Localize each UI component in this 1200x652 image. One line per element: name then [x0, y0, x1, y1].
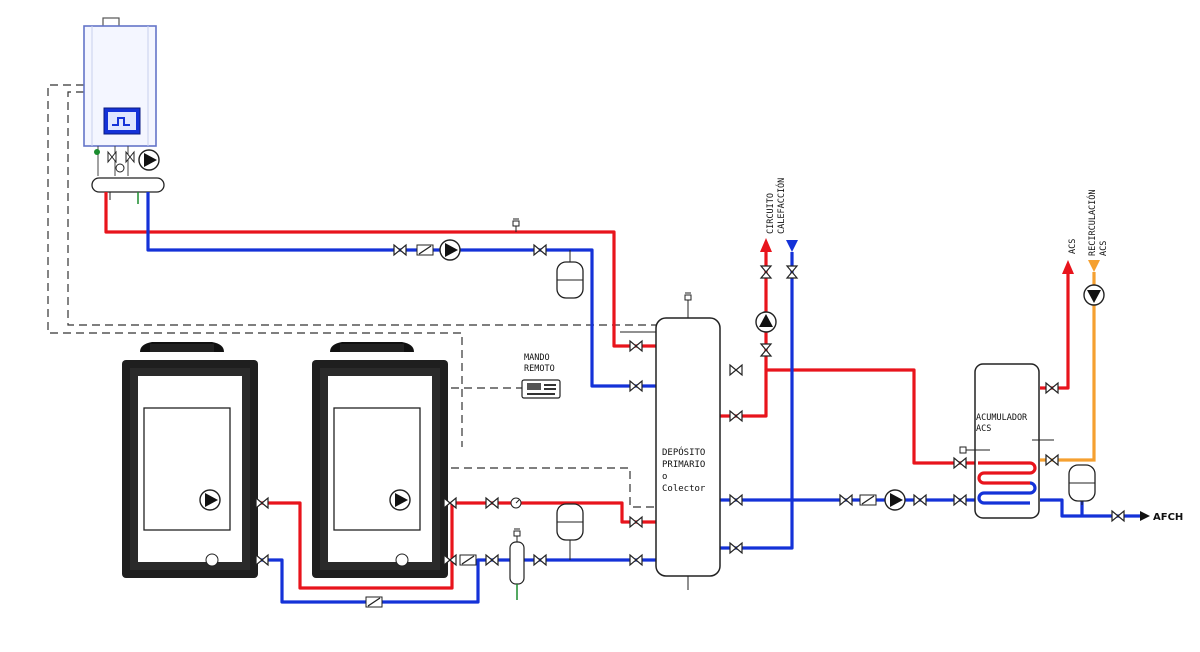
- acumulador-label-line2: ACS: [976, 424, 991, 434]
- circuito-label-line2: CALEFACCIÓN: [775, 178, 787, 234]
- recirculacion-label-line1: RECIRCULACIÓN: [1086, 189, 1098, 256]
- primary-buffer-tank: [620, 292, 721, 590]
- circuito-label-line1: CIRCUITO: [766, 193, 776, 234]
- remote-control: [521, 379, 561, 399]
- deposito-label-line2: PRIMARIO: [662, 460, 705, 470]
- flow-arrows: [760, 238, 1150, 521]
- expansion-tanks: [509, 250, 1096, 600]
- acumulador-label-line1: ACUMULADOR: [976, 413, 1028, 423]
- acs-outlet-label: ACS: [1068, 239, 1078, 254]
- deposito-label-line4: Colector: [662, 484, 706, 494]
- mando-label-line1: MANDO: [524, 353, 550, 363]
- heat-pump-unit-1: [122, 342, 258, 578]
- afch-label: AFCH: [1153, 512, 1183, 523]
- deposito-label-line1: DEPÓSITO: [662, 446, 705, 458]
- dhw-storage-tank: [959, 363, 1054, 519]
- mando-label-line2: REMOTO: [524, 364, 555, 374]
- recirculacion-label-line2: ACS: [1099, 241, 1109, 256]
- boiler: [83, 17, 165, 204]
- control-wiring: [47, 84, 660, 508]
- deposito-label-line3: o: [662, 472, 667, 482]
- heat-pump-unit-2: [312, 342, 448, 578]
